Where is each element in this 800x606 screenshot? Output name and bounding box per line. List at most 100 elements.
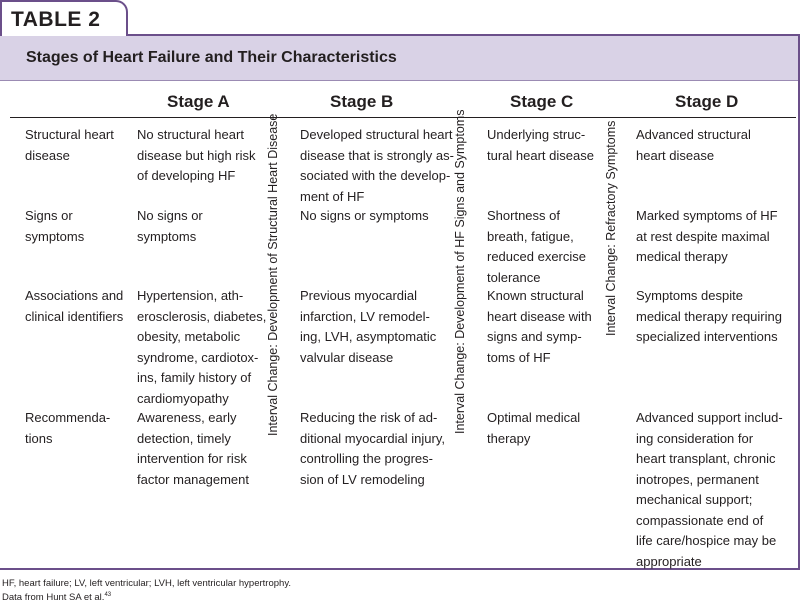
cell-line: of developing HF bbox=[137, 168, 236, 183]
cell-line: detection, timely bbox=[137, 430, 231, 446]
stage-b-cell: Developed structural heart disease that i… bbox=[300, 125, 454, 207]
cell-line: disease but high risk bbox=[137, 147, 256, 163]
table-label-tab: TABLE 2 bbox=[0, 0, 128, 36]
cell-line: Reducing the risk of ad- bbox=[300, 410, 438, 425]
cell-line: inotropes, permanent bbox=[636, 471, 759, 487]
header-divider bbox=[10, 117, 796, 118]
cell-line: disease that is strongly as- bbox=[300, 147, 454, 163]
cell-line: reduced exercise bbox=[487, 249, 586, 264]
cell-line: Developed structural heart bbox=[300, 127, 453, 142]
cell-line: Structural heart bbox=[25, 127, 114, 142]
table-title: Stages of Heart Failure and Their Charac… bbox=[26, 49, 397, 66]
cell-line: erosclerosis, diabetes, bbox=[137, 308, 267, 324]
cell-line: tions bbox=[25, 430, 53, 446]
cell-line: clinical identifiers bbox=[25, 308, 124, 324]
cell-line: Optimal medical bbox=[487, 410, 581, 425]
cell-line: Underlying struc- bbox=[487, 127, 586, 142]
stage-a-cell: Hypertension, ath-erosclerosis, diabetes… bbox=[137, 286, 266, 409]
cell-line: ing consideration for bbox=[636, 430, 754, 446]
cell-line: breath, fatigue, bbox=[487, 228, 574, 244]
cell-line: Shortness of bbox=[487, 208, 560, 223]
cell-line: Advanced structural bbox=[636, 127, 751, 142]
cell-line: symptoms bbox=[25, 228, 85, 244]
cell-line: Signs or bbox=[25, 208, 73, 223]
cell-line: Recommenda- bbox=[25, 410, 111, 425]
stage-a-cell: No signs or symptoms bbox=[137, 206, 203, 247]
cell-line: ment of HF bbox=[300, 188, 365, 204]
stage-d-cell: Advanced structural heart disease bbox=[636, 125, 751, 166]
cell-line: Advanced support includ- bbox=[636, 410, 783, 425]
cell-line: tural heart disease bbox=[487, 147, 594, 163]
cell-line: signs and symp- bbox=[487, 329, 582, 344]
cell-line: ins, family history of bbox=[137, 370, 252, 385]
cell-line: mechanical support; bbox=[636, 492, 753, 507]
cell-line: medical therapy requiring bbox=[636, 308, 782, 324]
row-label: Recommenda-tions bbox=[25, 408, 110, 449]
stage-b-cell: No signs or symptoms bbox=[300, 206, 429, 227]
row-label: Associations and clinical identifiers bbox=[25, 286, 123, 327]
cell-line: heart disease with bbox=[487, 308, 592, 324]
stage-d-cell: Advanced support includ-ing consideratio… bbox=[636, 408, 783, 572]
cell-line: ing, LVH, asymptomatic bbox=[300, 329, 437, 344]
cell-line: ditional myocardial injury, bbox=[300, 430, 445, 446]
cell-line: obesity, metabolic bbox=[137, 329, 241, 344]
row-label: Signs or symptoms bbox=[25, 206, 84, 247]
title-band bbox=[0, 36, 798, 80]
cell-line: Previous myocardial bbox=[300, 288, 418, 303]
cell-line: at rest despite maximal bbox=[636, 228, 770, 244]
row-label: Structural heart disease bbox=[25, 125, 114, 166]
cell-line: symptoms bbox=[137, 228, 197, 244]
cell-line: life care/hospice may be bbox=[636, 533, 777, 548]
cell-line: sion of LV remodeling bbox=[300, 471, 425, 487]
footnote-source-text: Data from Hunt SA et al. bbox=[2, 592, 105, 604]
cell-line: toms of HF bbox=[487, 349, 551, 365]
stage-c-cell: Optimal medical therapy bbox=[487, 408, 580, 449]
stage-a-cell: Awareness, early detection, timely interve… bbox=[137, 408, 249, 490]
stage-c-cell: Known structural heart disease with signs … bbox=[487, 286, 592, 368]
cell-line: factor management bbox=[137, 471, 250, 487]
stage-d-header: Stage D bbox=[675, 92, 739, 111]
cell-line: medical therapy bbox=[636, 249, 728, 264]
cell-line: intervention for risk bbox=[137, 451, 247, 466]
interval-refractory-label: Interval Change: Refractory Symptoms bbox=[604, 120, 618, 336]
stage-a-header: Stage A bbox=[167, 92, 230, 111]
cell-line: No signs or bbox=[137, 208, 203, 223]
cell-line: specialized interventions bbox=[636, 329, 778, 344]
cell-line: Awareness, early bbox=[137, 410, 237, 425]
stage-d-cell: Marked symptoms of HF at rest despite max… bbox=[636, 206, 778, 268]
cell-line: controlling the progres- bbox=[300, 451, 433, 466]
stage-c-cell: Underlying struc-tural heart disease bbox=[487, 125, 594, 166]
cell-line: valvular disease bbox=[300, 349, 394, 365]
cell-line: No signs or symptoms bbox=[300, 208, 429, 223]
cell-line: Hypertension, ath- bbox=[137, 288, 244, 303]
interval-symptoms-label: Interval Change: Development of HF Signs… bbox=[453, 109, 467, 434]
cell-line: syndrome, cardiotox- bbox=[137, 349, 259, 365]
table-frame bbox=[0, 34, 800, 570]
stage-c-cell: Shortness of breath, fatigue, reduced exer… bbox=[487, 206, 586, 288]
cell-line: Marked symptoms of HF bbox=[636, 208, 778, 223]
cell-line: infarction, LV remodel- bbox=[300, 308, 430, 324]
cell-line: appropriate bbox=[636, 553, 702, 569]
cell-line: Associations and bbox=[25, 288, 124, 303]
cell-line: disease bbox=[25, 147, 70, 163]
footnote-abbreviations: HF, heart failure; LV, left ventricular;… bbox=[2, 578, 291, 589]
stage-b-cell: Previous myocardial infarction, LV remode… bbox=[300, 286, 436, 368]
cell-line: cardiomyopathy bbox=[137, 390, 229, 406]
cell-line: Known structural bbox=[487, 288, 584, 303]
stage-c-header: Stage C bbox=[510, 92, 574, 111]
cell-line: heart transplant, chronic bbox=[636, 451, 776, 466]
stage-b-header: Stage B bbox=[330, 92, 394, 111]
cell-line: sociated with the develop- bbox=[300, 168, 451, 183]
cell-line: tolerance bbox=[487, 269, 541, 285]
cell-line: heart disease bbox=[636, 147, 715, 163]
stage-b-cell: Reducing the risk of ad-ditional myocard… bbox=[300, 408, 445, 490]
table-label: TABLE 2 bbox=[11, 8, 101, 31]
cell-line: compassionate end of bbox=[636, 512, 764, 528]
footnote-source: Data from Hunt SA et al.43 bbox=[2, 592, 111, 603]
interval-structural-label: Interval Change: Development of Structur… bbox=[266, 113, 280, 436]
footnote-reference: 43 bbox=[104, 592, 112, 598]
title-divider bbox=[0, 80, 798, 81]
cell-line: therapy bbox=[487, 430, 531, 446]
